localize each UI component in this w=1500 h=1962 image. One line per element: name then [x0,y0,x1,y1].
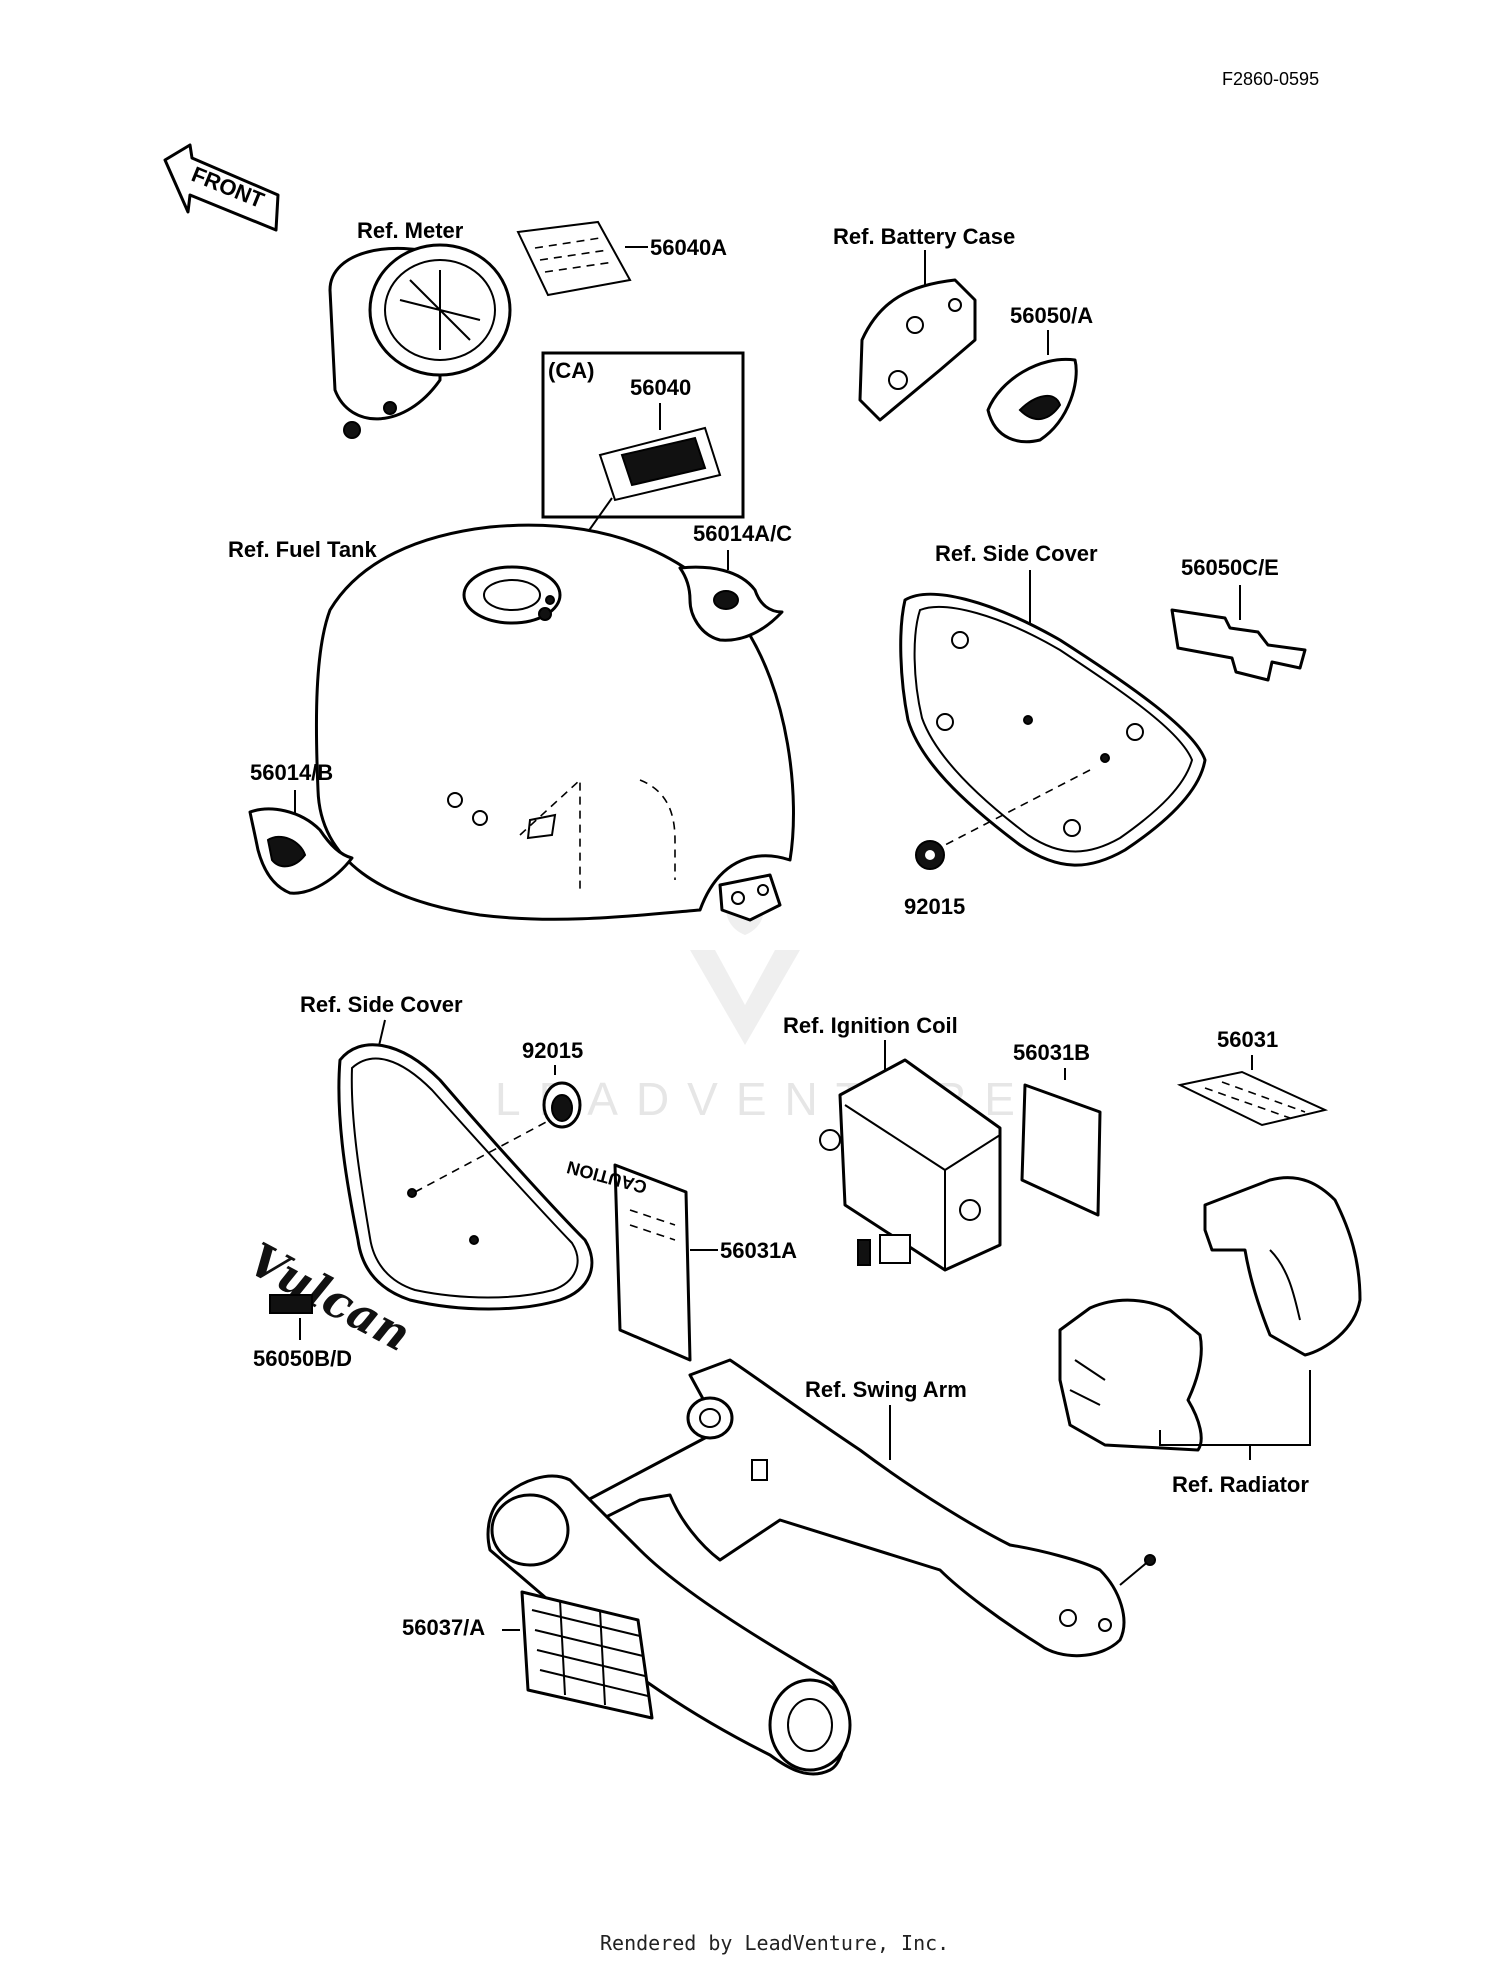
battery-case [858,250,977,422]
part-56031a-label: 56031A [720,1238,797,1263]
ref-meter-label: Ref. Meter [357,218,464,243]
emblem-56014a-c [678,550,784,642]
part-56014a-c-label: 56014A/C [693,521,792,546]
ref-side-cover-1-label: Ref. Side Cover [935,541,1098,566]
ref-radiator-label: Ref. Radiator [1172,1472,1309,1497]
grommet-92015-1 [915,840,945,870]
ref-battery-case-label: Ref. Battery Case [833,224,1015,249]
ref-side-cover-2-label: Ref. Side Cover [300,992,463,1017]
part-56040a-label: 56040A [650,235,727,260]
part-56050c-e-label: 56050C/E [1181,555,1279,580]
part-56037-a-label: 56037/A [402,1615,485,1640]
part-56050b-d-label: 56050B/D [253,1346,352,1371]
swing-arm [486,1358,1156,1776]
caution-text: CAUTION [565,1157,649,1198]
decal-56031b [1020,1083,1102,1217]
grommet-92015-2 [542,1081,582,1129]
radiator [1058,1176,1362,1460]
diagram-code: F2860-0595 [1222,69,1319,89]
decal-56040a [516,220,648,297]
ref-fuel-tank-label: Ref. Fuel Tank [228,537,377,562]
part-56050-a-label: 56050/A [1010,303,1093,328]
fuel-tank [314,523,795,922]
ref-swing-arm-label: Ref. Swing Arm [805,1377,967,1402]
emblem-56050-a [986,330,1078,444]
emblem-56050c-e [1170,585,1307,682]
decal-56031 [1176,1070,1329,1127]
part-56014-b-label: 56014/B [250,760,333,785]
side-cover-2 [337,1043,594,1311]
part-56031-label: 56031 [1217,1027,1278,1052]
decal-56037-a [520,1590,654,1720]
emblem-56014-b [248,790,354,895]
ca-box-label: (CA) [548,358,594,383]
front-arrow-icon: FRONT [163,143,280,232]
part-56031b-label: 56031B [1013,1040,1090,1065]
ref-ignition-coil-label: Ref. Ignition Coil [783,1013,958,1038]
side-cover-1 [899,592,1207,867]
ca-box: (CA) 56040 [541,351,745,519]
ignition-coil [819,1058,1002,1272]
part-92015-2-label: 92015 [522,1038,583,1063]
part-92015-1-label: 92015 [904,894,965,919]
footer-credit: Rendered by LeadVenture, Inc. [600,1931,949,1955]
part-56040-label: 56040 [630,375,691,400]
meter [328,243,512,439]
